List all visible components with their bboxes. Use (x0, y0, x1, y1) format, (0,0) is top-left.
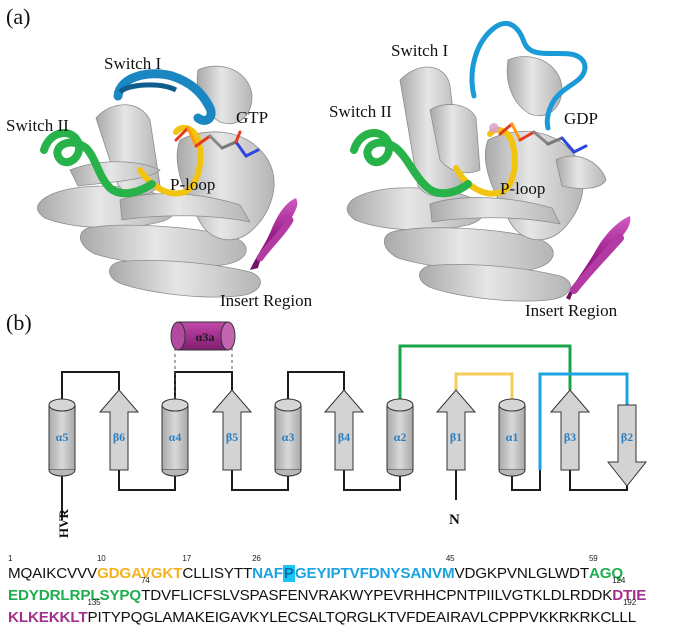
ploop-right (453, 126, 518, 197)
residue-number: 17 (182, 554, 191, 563)
topology-helix-a2: α2 (386, 398, 414, 477)
topology-label: β2 (621, 430, 633, 444)
topology-label: β4 (338, 430, 350, 444)
residue-number: 26 (252, 554, 261, 563)
blue-crossover (538, 372, 629, 470)
n-terminus-label: N (449, 512, 460, 528)
insert-helix-a3a: α3a (170, 321, 236, 351)
panel-a-label: (a) (6, 4, 31, 29)
insert-helix-label: α3a (196, 330, 215, 344)
sequence-segment: KLKEKKLT (8, 609, 88, 626)
gdp-ligand (498, 122, 588, 154)
residue-number: 124 (612, 576, 626, 585)
right-nucleotide-label: GDP (564, 109, 598, 128)
topology-label: β6 (113, 430, 125, 444)
sequence-segment: EDYDRLRPLSYPQ (8, 587, 142, 604)
residue-number: 135 (87, 598, 101, 607)
left-switch2-label: Switch II (6, 116, 69, 135)
topology-label: α4 (169, 430, 182, 444)
structure-gdp-bound (346, 20, 631, 302)
residue-number: 59 (588, 554, 598, 563)
topology-helix-a4: α4 (161, 398, 189, 477)
switch1-left (113, 69, 216, 125)
green-crossover (398, 344, 572, 405)
left-switch1-label: Switch I (104, 54, 161, 73)
topology-strand-b3: β3 (549, 389, 591, 471)
topology-label: α1 (506, 430, 519, 444)
right-switch1-label: Switch I (391, 41, 448, 60)
residue-number: 192 (623, 598, 637, 607)
topology-helix-a5: α5 (48, 398, 76, 477)
sequence-segment: P (282, 565, 295, 582)
topology-strand-b6: β6 (98, 389, 140, 471)
topology-strand-b4: β4 (323, 389, 365, 471)
right-switch2-label: Switch II (329, 102, 392, 121)
topology-label: α2 (394, 430, 407, 444)
right-insert-label: Insert Region (525, 301, 618, 320)
left-nucleotide-label: GTP (236, 108, 268, 127)
topology-strand-b1: β1 (435, 389, 477, 471)
topology-strand-b2: β2 (606, 404, 648, 487)
magnesium-ion (489, 123, 499, 133)
topology-connectors (61, 371, 628, 520)
topology-label: β1 (450, 430, 462, 444)
topology-helix-a3: α3 (274, 398, 302, 477)
topology-helix-a1: α1 (498, 398, 526, 477)
panel-b-label: (b) (6, 310, 32, 335)
switch2-left (40, 129, 156, 198)
left-insert-label: Insert Region (220, 291, 313, 310)
topology-label: α5 (56, 430, 69, 444)
hvr-label: HVR (56, 509, 71, 539)
switch1-right (469, 20, 588, 107)
residue-number: 10 (96, 554, 106, 563)
topology-elements: α5 β6 α4 β5 α3 β4 α2 β1 α1 β3 β2 (48, 389, 648, 487)
residue-number: 74 (141, 576, 150, 585)
topology-strand-b5: β5 (211, 389, 253, 471)
gtp-ligand (174, 126, 260, 158)
residue-number: 45 (445, 554, 455, 563)
topology-label: β5 (226, 430, 238, 444)
topology-label: α3 (282, 430, 295, 444)
structure-gtp-bound (37, 65, 298, 298)
topology-label: β3 (564, 430, 576, 444)
residue-number: 1 (8, 554, 13, 563)
yellow-crossover (454, 372, 514, 405)
left-ploop-label: P-loop (170, 175, 215, 194)
right-ploop-label: P-loop (500, 179, 545, 198)
sequence-segment: VDGKPVNLGLWDT (454, 565, 589, 582)
switch2-right (350, 129, 472, 198)
